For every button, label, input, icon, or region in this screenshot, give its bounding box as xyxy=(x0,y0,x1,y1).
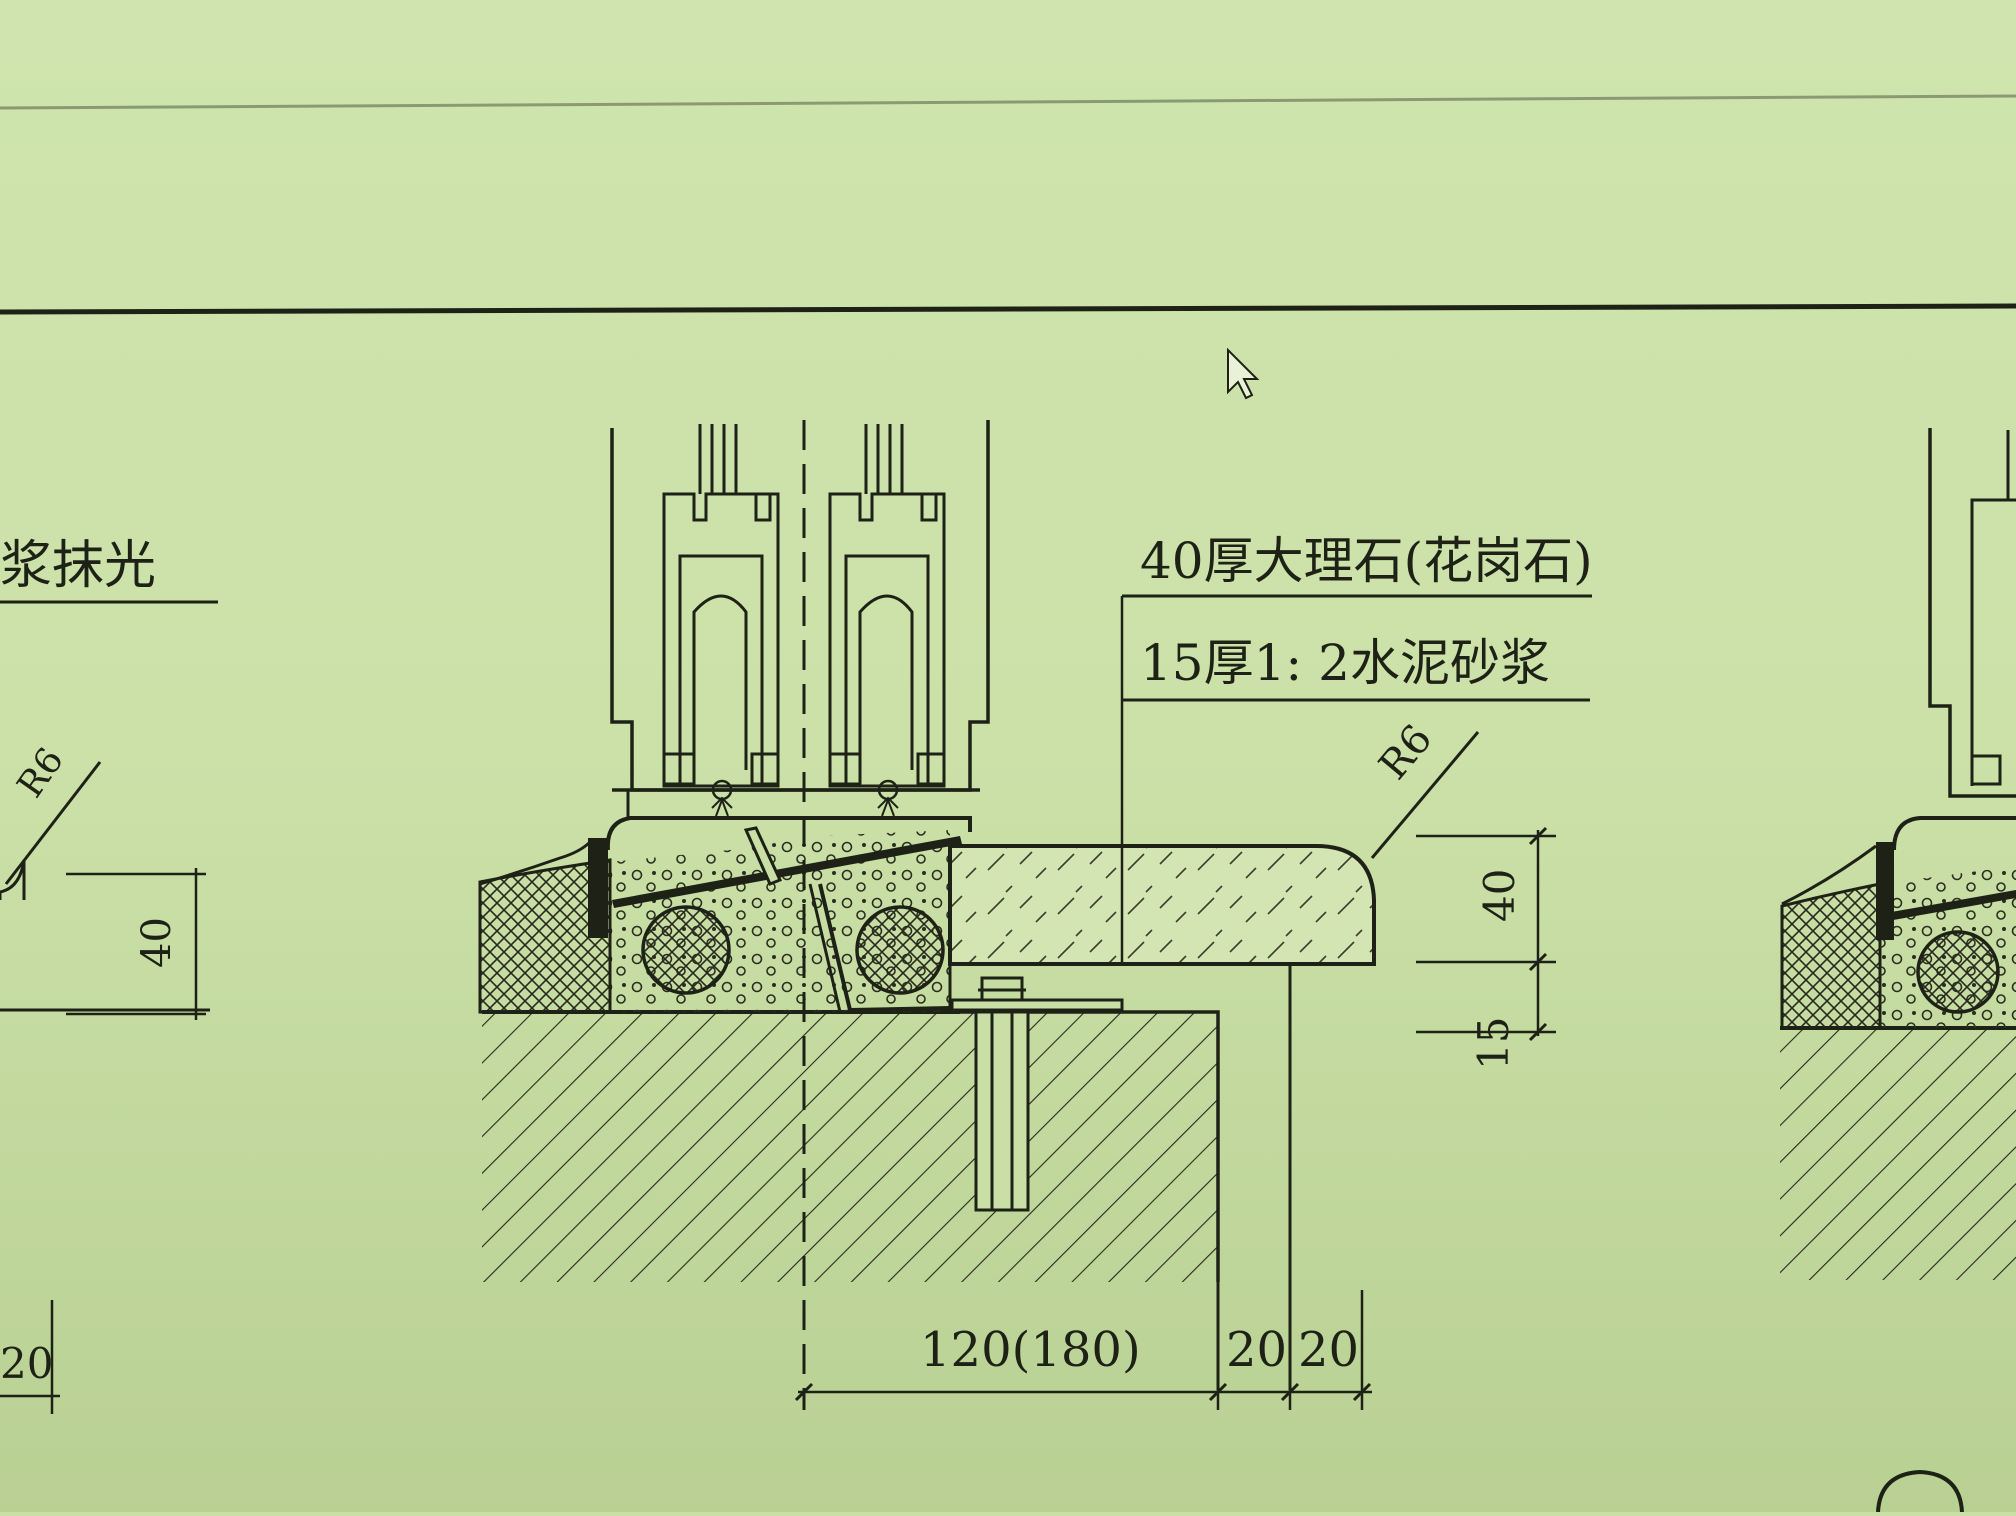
mouse-pointer-icon xyxy=(1227,347,1260,400)
sealant-strip xyxy=(588,838,608,938)
vertical-dimension: 40 15 xyxy=(1416,826,1556,1070)
dim-15: 15 xyxy=(1469,1017,1518,1070)
flashing-plate xyxy=(612,836,962,908)
left-dim-40: 40 xyxy=(134,917,180,968)
dim-20-a: 20 xyxy=(1226,1322,1287,1378)
page-top-line xyxy=(0,94,2016,110)
left-dim-20: 20 xyxy=(0,1339,53,1388)
anchor-bolt xyxy=(974,1010,1030,1212)
concrete-sill xyxy=(482,1012,1218,1282)
backer-rod-right xyxy=(855,905,945,995)
sash-right xyxy=(828,424,946,817)
frame-line xyxy=(0,303,2016,315)
right-partial-detail xyxy=(1780,428,2016,1280)
sash-left xyxy=(662,424,780,817)
horizontal-dimension: 120(180) 20 20 xyxy=(794,1290,1372,1410)
dim-40: 40 xyxy=(1475,869,1524,922)
dim-20-b: 20 xyxy=(1298,1322,1359,1378)
marble-note: 40厚大理石(花岗石) xyxy=(1140,532,1593,590)
main-detail: 40厚大理石(花岗石) 15厚1: 2水泥砂浆 R6 40 15 xyxy=(478,420,1593,1410)
backer-rod-left xyxy=(641,905,731,995)
page-number-circle xyxy=(1876,1469,1964,1513)
left-note-text: 浆抹光 xyxy=(0,536,156,596)
dim-main: 120(180) xyxy=(920,1322,1141,1378)
mortar-note: 15厚1: 2水泥砂浆 xyxy=(1140,634,1550,692)
